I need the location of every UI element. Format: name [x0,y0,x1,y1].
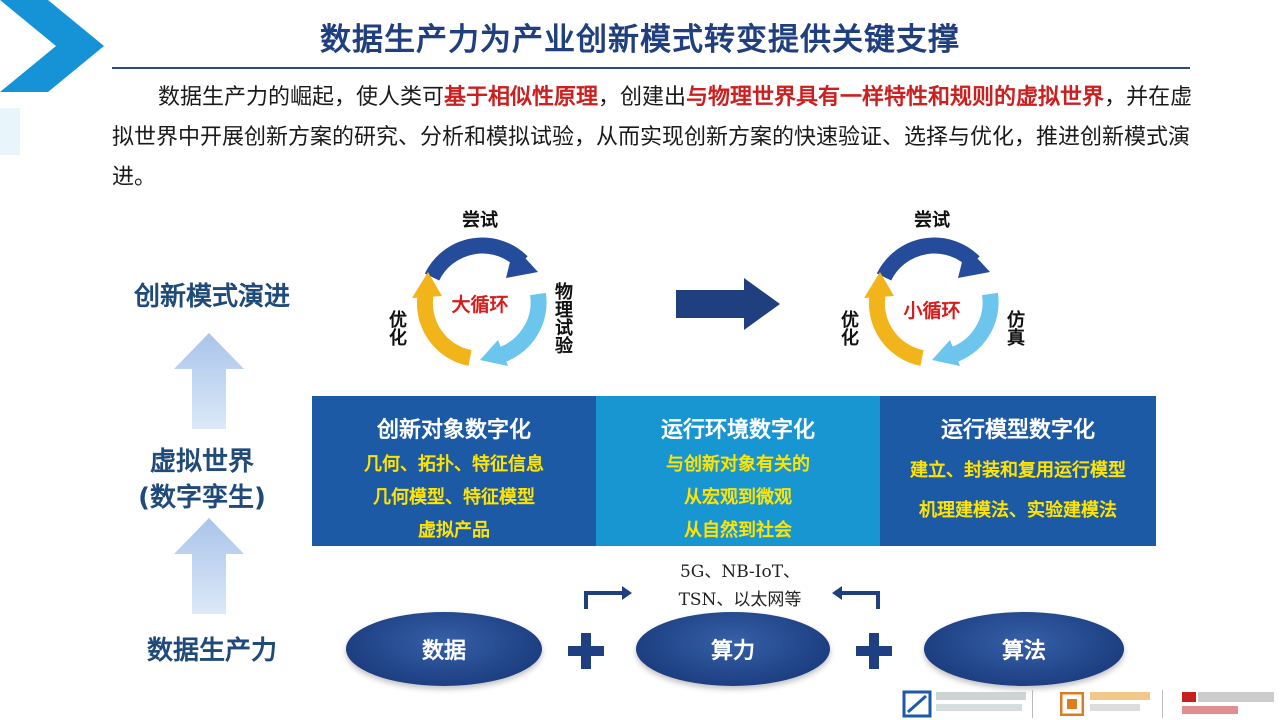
band-line: 虚拟产品 [418,520,490,541]
title-divider [112,67,1190,69]
pillar-data: 数据 [346,612,542,686]
band-title: 运行环境数字化 [660,418,815,443]
intro-highlight-2: 与物理世界具有一样特性和规则的虚拟世界 [686,85,1105,110]
small-cycle-try-label: 尝试 [914,210,950,231]
network-tech-text: 5G、NB-IoT、 TSN、以太网等 [640,558,840,614]
network-tech-line1: 5G、NB-IoT、 [679,562,801,582]
band-line: 建立、封装和复用运行模型 [910,460,1126,481]
label-virtual-world: 虚拟世界 (数字孪生) [112,444,292,516]
page-title: 数据生产力为产业创新模式转变提供关键支撑 [320,22,960,58]
footer-logos [900,688,1280,720]
band-title: 创新对象数字化 [376,418,531,443]
band-line: 几何模型、特征模型 [373,487,535,508]
network-tech-line2: TSN、以太网等 [678,590,802,610]
plus-icon-1 [568,633,604,669]
up-arrow-icon-upper [174,333,244,429]
band-line: 从宏观到微观 [684,487,792,508]
label-innovation-mode: 创新模式演进 [133,282,290,312]
big-cycle-diagram [412,237,547,366]
bracket-arrow-icon-left [584,586,632,609]
up-arrow-icon-lower [174,518,244,614]
plus-icon-2 [856,633,892,669]
intro-paragraph: 数据生产力的崛起，使人类可基于相似性原理，创建出与物理世界具有一样特性和规则的虚… [112,78,1202,198]
transition-arrow-icon [676,278,780,330]
big-cycle-try-label: 尝试 [462,210,498,231]
band-line: 机理建模法、实验建模法 [919,500,1117,521]
band-environment-digitalization: 运行环境数字化 与创新对象有关的 从宏观到微观 从自然到社会 [596,396,880,546]
pillar-algorithm: 算法 [924,612,1124,686]
label-virtual-world-line1: 虚拟世界 [149,447,254,477]
band-line: 几何、拓扑、特征信息 [364,454,544,475]
label-data-productivity: 数据生产力 [146,636,277,666]
corner-chevron-icon [0,0,104,155]
intro-part-3: ，并在虚拟世界中开展创新方案的研究、分析和模拟试验，从而实现创新方案的快速验证、… [112,85,1193,190]
band-line: 从自然到社会 [684,520,792,541]
big-cycle-optimize-label: 优化 [386,310,407,346]
band-title: 运行模型数字化 [940,418,1095,443]
big-cycle-physical-test-label: 物理试验 [552,282,573,354]
band-line: 与创新对象有关的 [666,454,810,475]
label-virtual-world-line2: (数字孪生) [138,483,266,513]
intro-part-1: 数据生产力的崛起，使人类可 [158,85,445,110]
intro-highlight-1: 基于相似性原理 [444,85,599,110]
small-cycle-optimize-label: 优化 [838,310,859,346]
band-model-digitalization: 运行模型数字化 建立、封装和复用运行模型 机理建模法、实验建模法 [880,396,1156,546]
pillar-compute: 算力 [636,612,830,686]
small-cycle-label: 小循环 [903,300,961,322]
band-object-digitalization: 创新对象数字化 几何、拓扑、特征信息 几何模型、特征模型 虚拟产品 [312,396,596,546]
org-logo-icon-1 [902,690,932,718]
org-logo-icon-2 [1060,692,1084,716]
intro-part-2: ，创建出 [598,85,687,110]
big-cycle-label: 大循环 [451,294,509,316]
small-cycle-simulation-label: 仿真 [1004,310,1025,346]
bracket-arrow-icon-right [832,586,880,609]
small-cycle-diagram [864,237,999,366]
